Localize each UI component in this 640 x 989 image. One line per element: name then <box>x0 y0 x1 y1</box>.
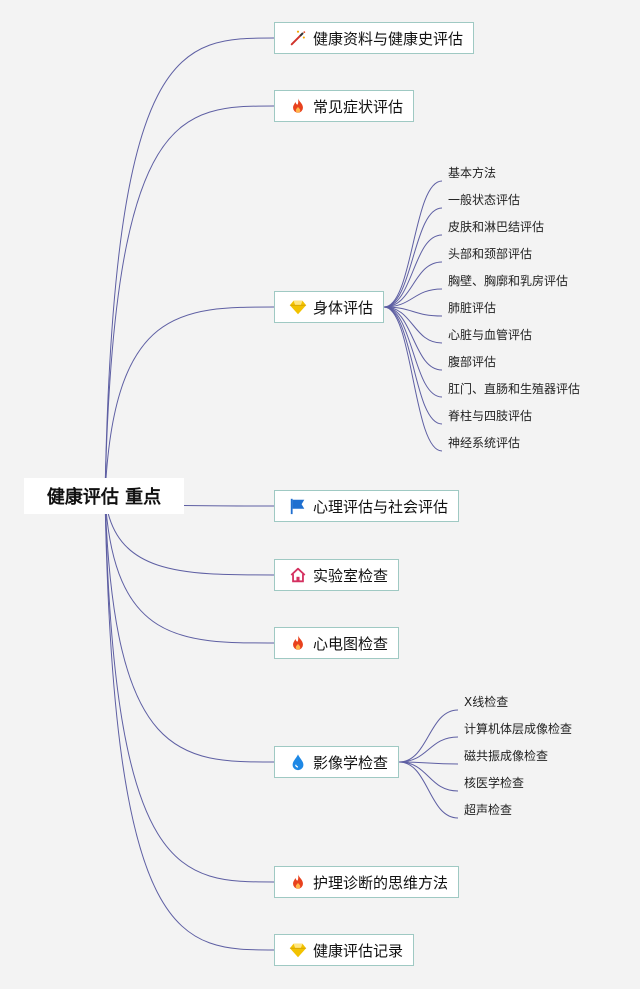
subtopic-line <box>398 761 459 792</box>
fire-icon <box>289 97 307 115</box>
topic-label: 健康资料与健康史评估 <box>313 29 464 48</box>
subtopic-line <box>398 709 459 763</box>
subtopic-item[interactable]: 神经系统评估 <box>448 436 521 450</box>
topic-node[interactable]: 护理诊断的思维方法 <box>274 866 460 898</box>
subtopic-line <box>398 761 459 819</box>
subtopic-item[interactable]: 核医学检查 <box>464 776 525 790</box>
subtopic-item[interactable]: 肛门、直肠和生殖器评估 <box>448 382 581 396</box>
subtopic-item[interactable]: 肺脏评估 <box>448 301 497 315</box>
subtopic-line <box>383 234 443 308</box>
topic-node[interactable]: 健康资料与健康史评估 <box>274 22 475 54</box>
subtopic-line <box>383 207 443 308</box>
subtopic-item[interactable]: 磁共振成像检查 <box>464 749 549 763</box>
subtopic-item[interactable]: 超声检查 <box>464 803 513 817</box>
topic-label: 实验室检查 <box>313 566 389 585</box>
branch-line <box>104 495 275 883</box>
house-icon <box>289 566 307 584</box>
subtopic-line <box>383 306 443 398</box>
topic-label: 健康评估记录 <box>313 941 404 960</box>
topic-node[interactable]: 影像学检查 <box>274 746 400 778</box>
subtopic-item[interactable]: 脊柱与四肢评估 <box>448 409 533 423</box>
branch-line <box>104 37 275 497</box>
subtopic-item[interactable]: 头部和颈部评估 <box>448 247 533 261</box>
water-drop-icon <box>289 753 307 771</box>
root-topic[interactable]: 健康评估 重点 <box>24 478 184 514</box>
subtopic-line <box>398 736 459 763</box>
branch-line <box>104 495 275 763</box>
topic-label: 影像学检查 <box>313 753 389 772</box>
subtopic-item[interactable]: 计算机体层成像检查 <box>464 722 573 736</box>
topic-node[interactable]: 健康评估记录 <box>274 934 415 966</box>
topic-label: 身体评估 <box>313 298 374 317</box>
topic-node[interactable]: 实验室检查 <box>274 559 400 591</box>
topic-node[interactable]: 心理评估与社会评估 <box>274 490 460 522</box>
branch-line <box>104 306 275 497</box>
subtopic-item[interactable]: 基本方法 <box>448 166 497 180</box>
subtopic-line <box>383 288 443 308</box>
fire-icon <box>289 634 307 652</box>
topic-label: 心电图检查 <box>313 634 389 653</box>
topic-node[interactable]: 身体评估 <box>274 291 385 323</box>
topic-node[interactable]: 常见症状评估 <box>274 90 415 122</box>
diamond-icon <box>289 298 307 316</box>
subtopic-item[interactable]: 胸壁、胸廓和乳房评估 <box>448 274 569 288</box>
topic-node[interactable]: 心电图检查 <box>274 627 400 659</box>
branch-line <box>104 495 275 951</box>
subtopic-line <box>383 306 443 317</box>
flag-icon <box>289 497 307 515</box>
subtopic-line <box>383 180 443 308</box>
topic-label: 心理评估与社会评估 <box>313 497 449 516</box>
subtopic-item[interactable]: 皮肤和淋巴结评估 <box>448 220 545 234</box>
branch-line <box>104 105 275 497</box>
subtopic-item[interactable]: 腹部评估 <box>448 355 497 369</box>
subtopic-line <box>383 306 443 371</box>
subtopic-line <box>383 261 443 308</box>
subtopic-line <box>383 306 443 344</box>
subtopic-item[interactable]: X线检查 <box>464 695 509 709</box>
topic-label: 常见症状评估 <box>313 97 404 116</box>
subtopic-line <box>383 306 443 452</box>
branch-line <box>104 495 275 644</box>
diamond-icon <box>289 941 307 959</box>
wand-sparkle-icon <box>289 29 307 47</box>
subtopic-item[interactable]: 心脏与血管评估 <box>448 328 533 342</box>
branch-line <box>104 495 275 576</box>
subtopic-item[interactable]: 一般状态评估 <box>448 193 521 207</box>
fire-icon <box>289 873 307 891</box>
topic-label: 护理诊断的思维方法 <box>313 873 449 892</box>
